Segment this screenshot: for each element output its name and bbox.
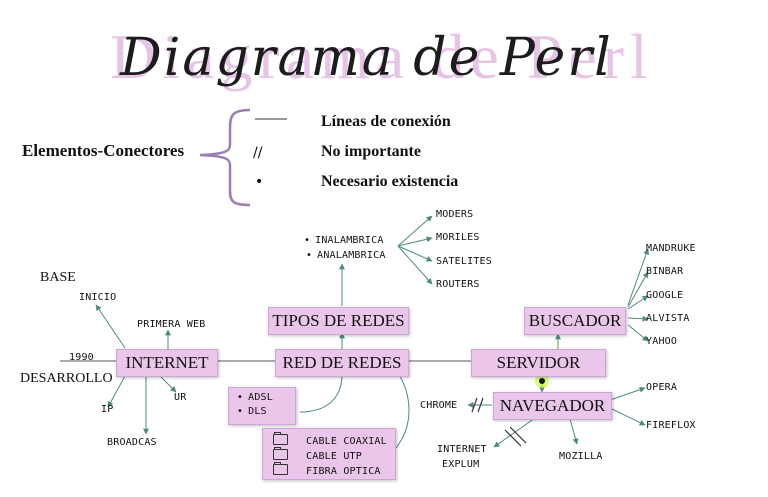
- arrow-to-binbar: [627, 271, 649, 308]
- label-broadcas: BROADCAS: [107, 437, 157, 448]
- legend-symbol-slashes: //: [253, 145, 263, 161]
- tipo-child-moders: MODERS: [436, 209, 474, 220]
- page-title-shadow: Diagrama de Perl: [110, 21, 654, 92]
- navegador-opera: OPERA: [646, 382, 678, 393]
- arrow-to-fireflox: [609, 407, 646, 426]
- buscador-yahoo: YAHOO: [646, 336, 678, 347]
- legend-label-necesario: Necesario existencia: [321, 173, 459, 190]
- arrow-to-routers: [397, 245, 433, 285]
- arrow-to-ur: [159, 375, 177, 393]
- tipo-child-moriles: MORILES: [436, 232, 480, 243]
- red-type-adsl: ADSL: [237, 392, 287, 403]
- legend-key: Elementos-Conectores: [22, 141, 185, 160]
- label-desarrollo: DESARROLLO: [20, 371, 113, 386]
- node-internet[interactable]: INTERNET: [116, 349, 218, 377]
- navegador-chrome: CHROME: [420, 400, 458, 411]
- arrow-to-alvista: [627, 315, 649, 322]
- buscador-mandruke: MANDRUKE: [646, 243, 696, 254]
- arrow-to-opera: [609, 386, 646, 401]
- cables-box: CABLE COAXIAL CABLE UTP FIBRA OPTICA: [262, 428, 396, 480]
- tipo-analambrica: ANALAMBRICA: [306, 250, 386, 261]
- node-navegador[interactable]: NAVEGADOR: [493, 392, 612, 420]
- label-year: 1990: [69, 352, 94, 363]
- cable-item: CABLE COAXIAL: [273, 432, 387, 448]
- navegador-fireflox: FIREFLOX: [646, 420, 696, 431]
- arrow-to-satelites: [397, 245, 433, 262]
- node-tipos-de-redes[interactable]: TIPOS DE REDES: [268, 307, 409, 335]
- buscador-alvista: ALVISTA: [646, 313, 690, 324]
- buscador-google: GOOGLE: [646, 290, 684, 301]
- tipo-child-satelites: SATELITES: [436, 256, 492, 267]
- legend-label-no-importante: No importante: [321, 143, 421, 160]
- node-servidor[interactable]: SERVIDOR: [471, 349, 606, 377]
- curve-to-cables: [395, 372, 410, 449]
- label-ip: IP: [101, 404, 114, 415]
- arrow-to-google: [627, 295, 649, 310]
- arrow-to-moriles: [397, 236, 433, 247]
- not-important-mark-explum: [504, 426, 527, 447]
- arrow-to-ip: [107, 375, 126, 408]
- arrow-to-internet-explum: [493, 417, 536, 448]
- node-buscador[interactable]: BUSCADOR: [524, 307, 626, 335]
- node-red-de-redes[interactable]: RED DE REDES: [275, 349, 409, 377]
- navegador-explum: EXPLUM: [442, 459, 480, 470]
- buscador-binbar: BINBAR: [646, 266, 684, 277]
- label-base: BASE: [40, 270, 76, 285]
- arrow-to-inicio: [95, 304, 126, 349]
- navegador-internet: INTERNET: [437, 444, 487, 455]
- folder-icon: [273, 432, 288, 445]
- label-primera-web: PRIMERA WEB: [137, 319, 206, 330]
- navegador-mozilla: MOZILLA: [559, 451, 603, 462]
- folder-icon: [273, 447, 288, 460]
- arrow-to-mozilla: [569, 418, 579, 445]
- not-important-mark-chrome: [471, 397, 484, 413]
- page-title: Diagrama de Perl: [120, 28, 613, 88]
- arrow-to-yahoo: [627, 324, 649, 342]
- arrow-to-moders: [397, 215, 433, 247]
- cable-item: FIBRA OPTICA: [273, 462, 385, 478]
- red-types-box: ADSL DLS: [228, 387, 296, 425]
- tipo-child-routers: ROUTERS: [436, 279, 480, 290]
- label-ur: UR: [174, 392, 187, 403]
- cable-item: CABLE UTP: [273, 447, 385, 463]
- red-type-dls: DLS: [237, 406, 287, 417]
- tipo-inalambrica: INALAMBRICA: [304, 235, 384, 246]
- legend-label-lineas: Líneas de conexión: [321, 113, 451, 130]
- legend-symbol-dot: •: [255, 174, 264, 190]
- curve-to-adsl: [299, 373, 343, 413]
- legend-brace: [199, 108, 251, 207]
- label-inicio: INICIO: [79, 292, 117, 303]
- necessary-dot: [539, 378, 545, 384]
- folder-icon: [273, 462, 288, 475]
- arrow-to-mandruke: [627, 248, 650, 306]
